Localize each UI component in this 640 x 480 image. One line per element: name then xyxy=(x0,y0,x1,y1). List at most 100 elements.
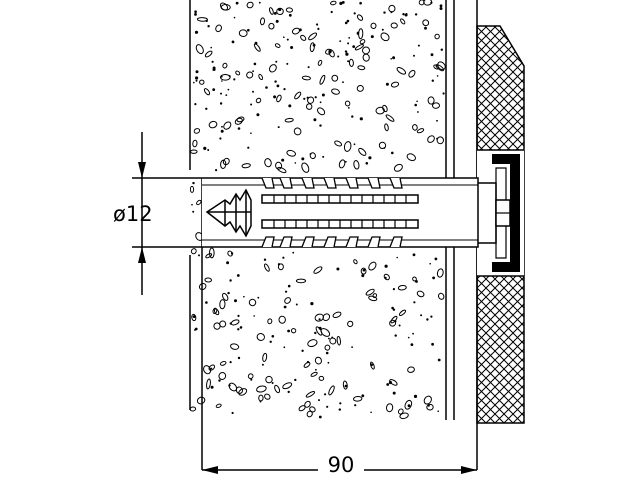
aggregate-speck xyxy=(276,84,280,88)
aggregate-speck xyxy=(385,82,389,86)
aggregate-speck xyxy=(331,88,340,95)
aggregate-speck xyxy=(327,361,330,364)
plug-tooth xyxy=(323,236,337,248)
aggregate-speck xyxy=(437,410,440,413)
aggregate-speck xyxy=(252,90,254,93)
aggregate-speck xyxy=(252,70,255,73)
plug-tooth xyxy=(389,236,403,248)
aggregate-speck xyxy=(392,56,396,60)
aggregate-speck xyxy=(346,19,350,23)
aggregate-speck xyxy=(227,291,230,295)
aggregate-speck xyxy=(290,46,294,49)
aggregate-speck xyxy=(389,379,398,386)
aggregate-speck xyxy=(237,328,240,331)
aggregate-speck xyxy=(298,405,306,412)
aggregate-speck xyxy=(390,315,398,324)
aggregate-speck xyxy=(397,284,407,291)
aggregate-speck xyxy=(437,61,446,71)
aggregate-speck xyxy=(241,163,251,169)
aggregate-speck xyxy=(435,64,445,72)
aggregate-speck xyxy=(228,75,231,78)
aggregate-speck xyxy=(306,410,313,418)
aggregate-speck xyxy=(284,117,294,123)
aggregate-speck xyxy=(382,104,388,113)
aggregate-speck xyxy=(356,84,364,92)
aggregate-speck xyxy=(239,326,243,329)
aggregate-speck xyxy=(269,340,272,343)
aggregate-speck xyxy=(293,127,302,136)
aggregate-speck xyxy=(324,344,331,351)
aggregate-speck xyxy=(398,309,407,316)
aggregate-speck xyxy=(328,385,335,396)
aggregate-speck xyxy=(301,157,305,161)
aggregate-speck xyxy=(347,107,350,109)
aggregate-speck xyxy=(332,311,342,318)
aggregate-speck xyxy=(205,301,208,304)
aggregate-speck xyxy=(190,149,198,154)
aggregate-speck xyxy=(385,114,395,122)
aggregate-speck xyxy=(407,336,410,339)
aggregate-speck xyxy=(402,13,405,16)
aggregate-speck xyxy=(325,48,332,55)
aggregate-speck xyxy=(259,17,266,26)
aggregate-speck xyxy=(253,62,257,66)
aggregate-speck xyxy=(231,40,235,44)
aggregate-speck xyxy=(196,17,208,22)
aggregate-speck xyxy=(353,12,356,15)
aggregate-speck xyxy=(413,301,416,304)
aggregate-speck xyxy=(301,75,311,81)
aggregate-speck xyxy=(322,155,325,158)
aggregate-speck xyxy=(334,140,343,147)
aggregate-speck xyxy=(408,69,416,78)
aggregate-speck xyxy=(336,267,340,271)
aggregate-speck xyxy=(258,1,261,4)
aggregate-speck xyxy=(378,141,387,150)
aggregate-speck xyxy=(339,40,342,42)
aggregate-speck xyxy=(222,292,229,301)
aggregate-speck xyxy=(307,66,310,69)
plug-tooth xyxy=(279,177,293,189)
aggregate-speck xyxy=(339,1,343,5)
aggregate-speck xyxy=(195,76,199,80)
aggregate-speck xyxy=(288,13,292,17)
plug-tooth xyxy=(301,177,315,189)
aggregate-speck xyxy=(439,7,443,10)
aggregate-speck xyxy=(427,135,435,143)
aggregate-speck xyxy=(439,4,443,8)
aggregate-speck xyxy=(328,337,330,340)
aggregate-speck xyxy=(344,384,348,388)
aggregate-speck xyxy=(434,257,438,261)
aggregate-speck xyxy=(437,358,441,362)
aggregate-speck xyxy=(318,375,325,381)
aggregate-speck xyxy=(317,59,323,66)
aggregate-speck xyxy=(351,115,354,118)
aggregate-speck xyxy=(268,22,275,30)
aggregate-speck xyxy=(308,32,318,41)
aggregate-speck xyxy=(331,74,339,82)
aggregate-speck xyxy=(417,44,420,47)
aggregate-speck xyxy=(314,356,322,365)
aggregate-speck xyxy=(204,50,213,58)
plug-tooth xyxy=(301,236,315,248)
aggregate-speck xyxy=(213,308,220,316)
aggregate-speck xyxy=(285,7,293,13)
aggregate-speck xyxy=(328,49,335,58)
aggregate-speck xyxy=(383,273,390,281)
aggregate-speck xyxy=(219,2,229,11)
aggregate-speck xyxy=(305,390,316,398)
aggregate-speck xyxy=(338,408,341,411)
aggregate-speck xyxy=(192,210,195,213)
aggregate-speck xyxy=(329,337,337,345)
aggregate-speck xyxy=(414,103,418,107)
aggregate-speck xyxy=(206,378,211,390)
aggregate-speck xyxy=(265,375,273,384)
aggregate-speck xyxy=(414,13,418,16)
aggregate-speck xyxy=(436,119,438,122)
aggregate-speck xyxy=(229,361,232,364)
aggregate-speck xyxy=(344,21,348,25)
aggregate-speck xyxy=(277,263,284,271)
aggregate-speck xyxy=(400,18,406,25)
diameter-dimension xyxy=(132,132,202,295)
aggregate-speck xyxy=(220,129,224,133)
aggregate-speck xyxy=(398,324,401,327)
